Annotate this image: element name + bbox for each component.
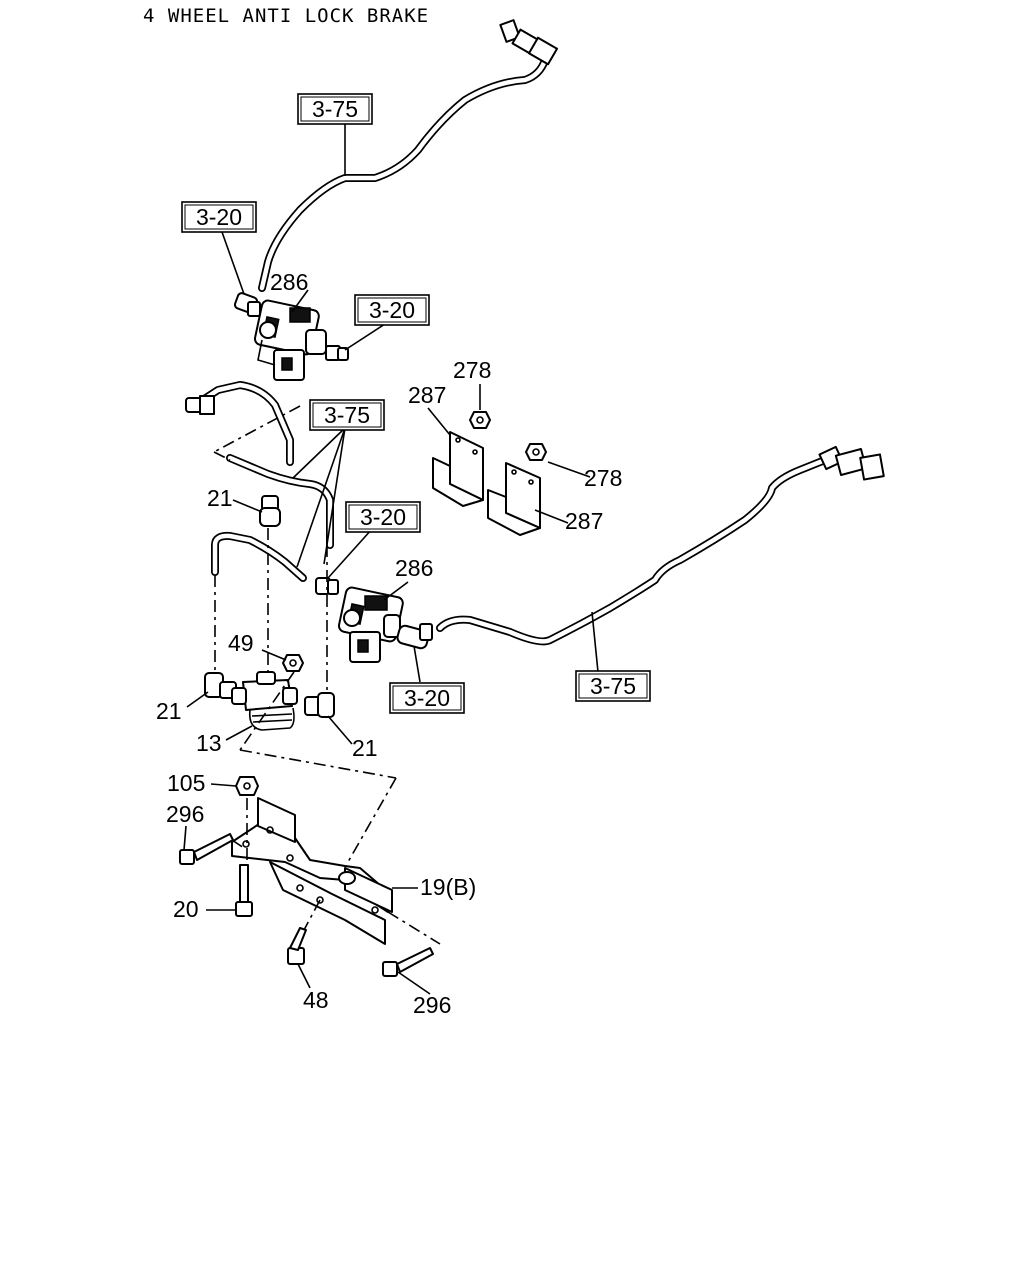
brake-fitting-left [185,395,215,415]
brake-fitting-top [499,19,559,66]
fitting-nipple-upper [325,345,349,361]
label-48: 48 [303,987,329,1013]
ref-box-3-20-upper-left: 3-20 [181,201,257,233]
ref-text: 3-20 [404,685,450,711]
nut-49 [282,654,304,672]
abs-valve-upper [253,299,327,381]
label-21-right: 21 [352,735,378,761]
ref-box-3-20-upper-right: 3-20 [354,294,430,326]
label-21-left: 21 [156,698,182,724]
ref-text: 3-20 [196,204,242,230]
abs-valve-lower [337,586,404,663]
bolt-48 [287,927,307,965]
ref-text: 3-75 [324,402,370,428]
ref-text: 3-20 [369,297,415,323]
nut-105 [235,776,259,796]
bracket-287-left [432,431,484,507]
label-20: 20 [173,896,199,922]
label-13: 13 [196,730,222,756]
fitting-21-top [259,495,281,527]
leader-lines [183,124,599,995]
ref-box-3-75-mid: 3-75 [309,399,385,431]
bracket-287-right [487,462,541,536]
brake-pipe-left-loop [211,531,307,582]
label-287-upper: 287 [408,382,446,408]
ref-text: 3-75 [590,673,636,699]
assembly-dashed-lines [213,405,441,945]
ref-box-3-75-right: 3-75 [575,670,651,702]
label-287-lower: 287 [565,508,603,534]
label-278-lower: 278 [584,465,622,491]
diagram-title: 4 WHEEL ANTI LOCK BRAKE [143,5,429,27]
bolt-20 [235,864,253,917]
nut-278-b [525,443,547,461]
fitting-elbow-lower [396,623,433,650]
fitting-21-right [304,692,335,718]
bracket-19b [231,797,393,945]
label-278-upper: 278 [453,357,491,383]
label-19b: 19(B) [420,874,476,900]
ref-text: 3-20 [360,504,406,530]
brake-pipe-upper [258,56,549,292]
fitting-elbow-upper [233,292,261,317]
label-21-top: 21 [207,485,233,511]
label-105: 105 [167,770,205,796]
tee-block-13 [231,671,298,731]
ref-box-3-20-mid: 3-20 [345,501,421,533]
label-286-upper: 286 [270,269,308,295]
label-286-lower: 286 [395,555,433,581]
bolt-296-left [179,833,234,865]
ref-text: 3-75 [312,96,358,122]
brake-pipe-cross [226,454,334,549]
ref-box-3-20-lower: 3-20 [389,682,465,714]
label-49: 49 [228,630,254,656]
label-296-right: 296 [413,992,451,1018]
brake-pipe-right [436,456,829,646]
nut-278-a [469,411,491,429]
brake-pipe-mid-left [191,381,294,466]
bolt-296-right [382,947,434,977]
label-296-left: 296 [166,801,204,827]
brake-fitting-right [818,445,885,481]
ref-box-3-75-top: 3-75 [297,93,373,125]
